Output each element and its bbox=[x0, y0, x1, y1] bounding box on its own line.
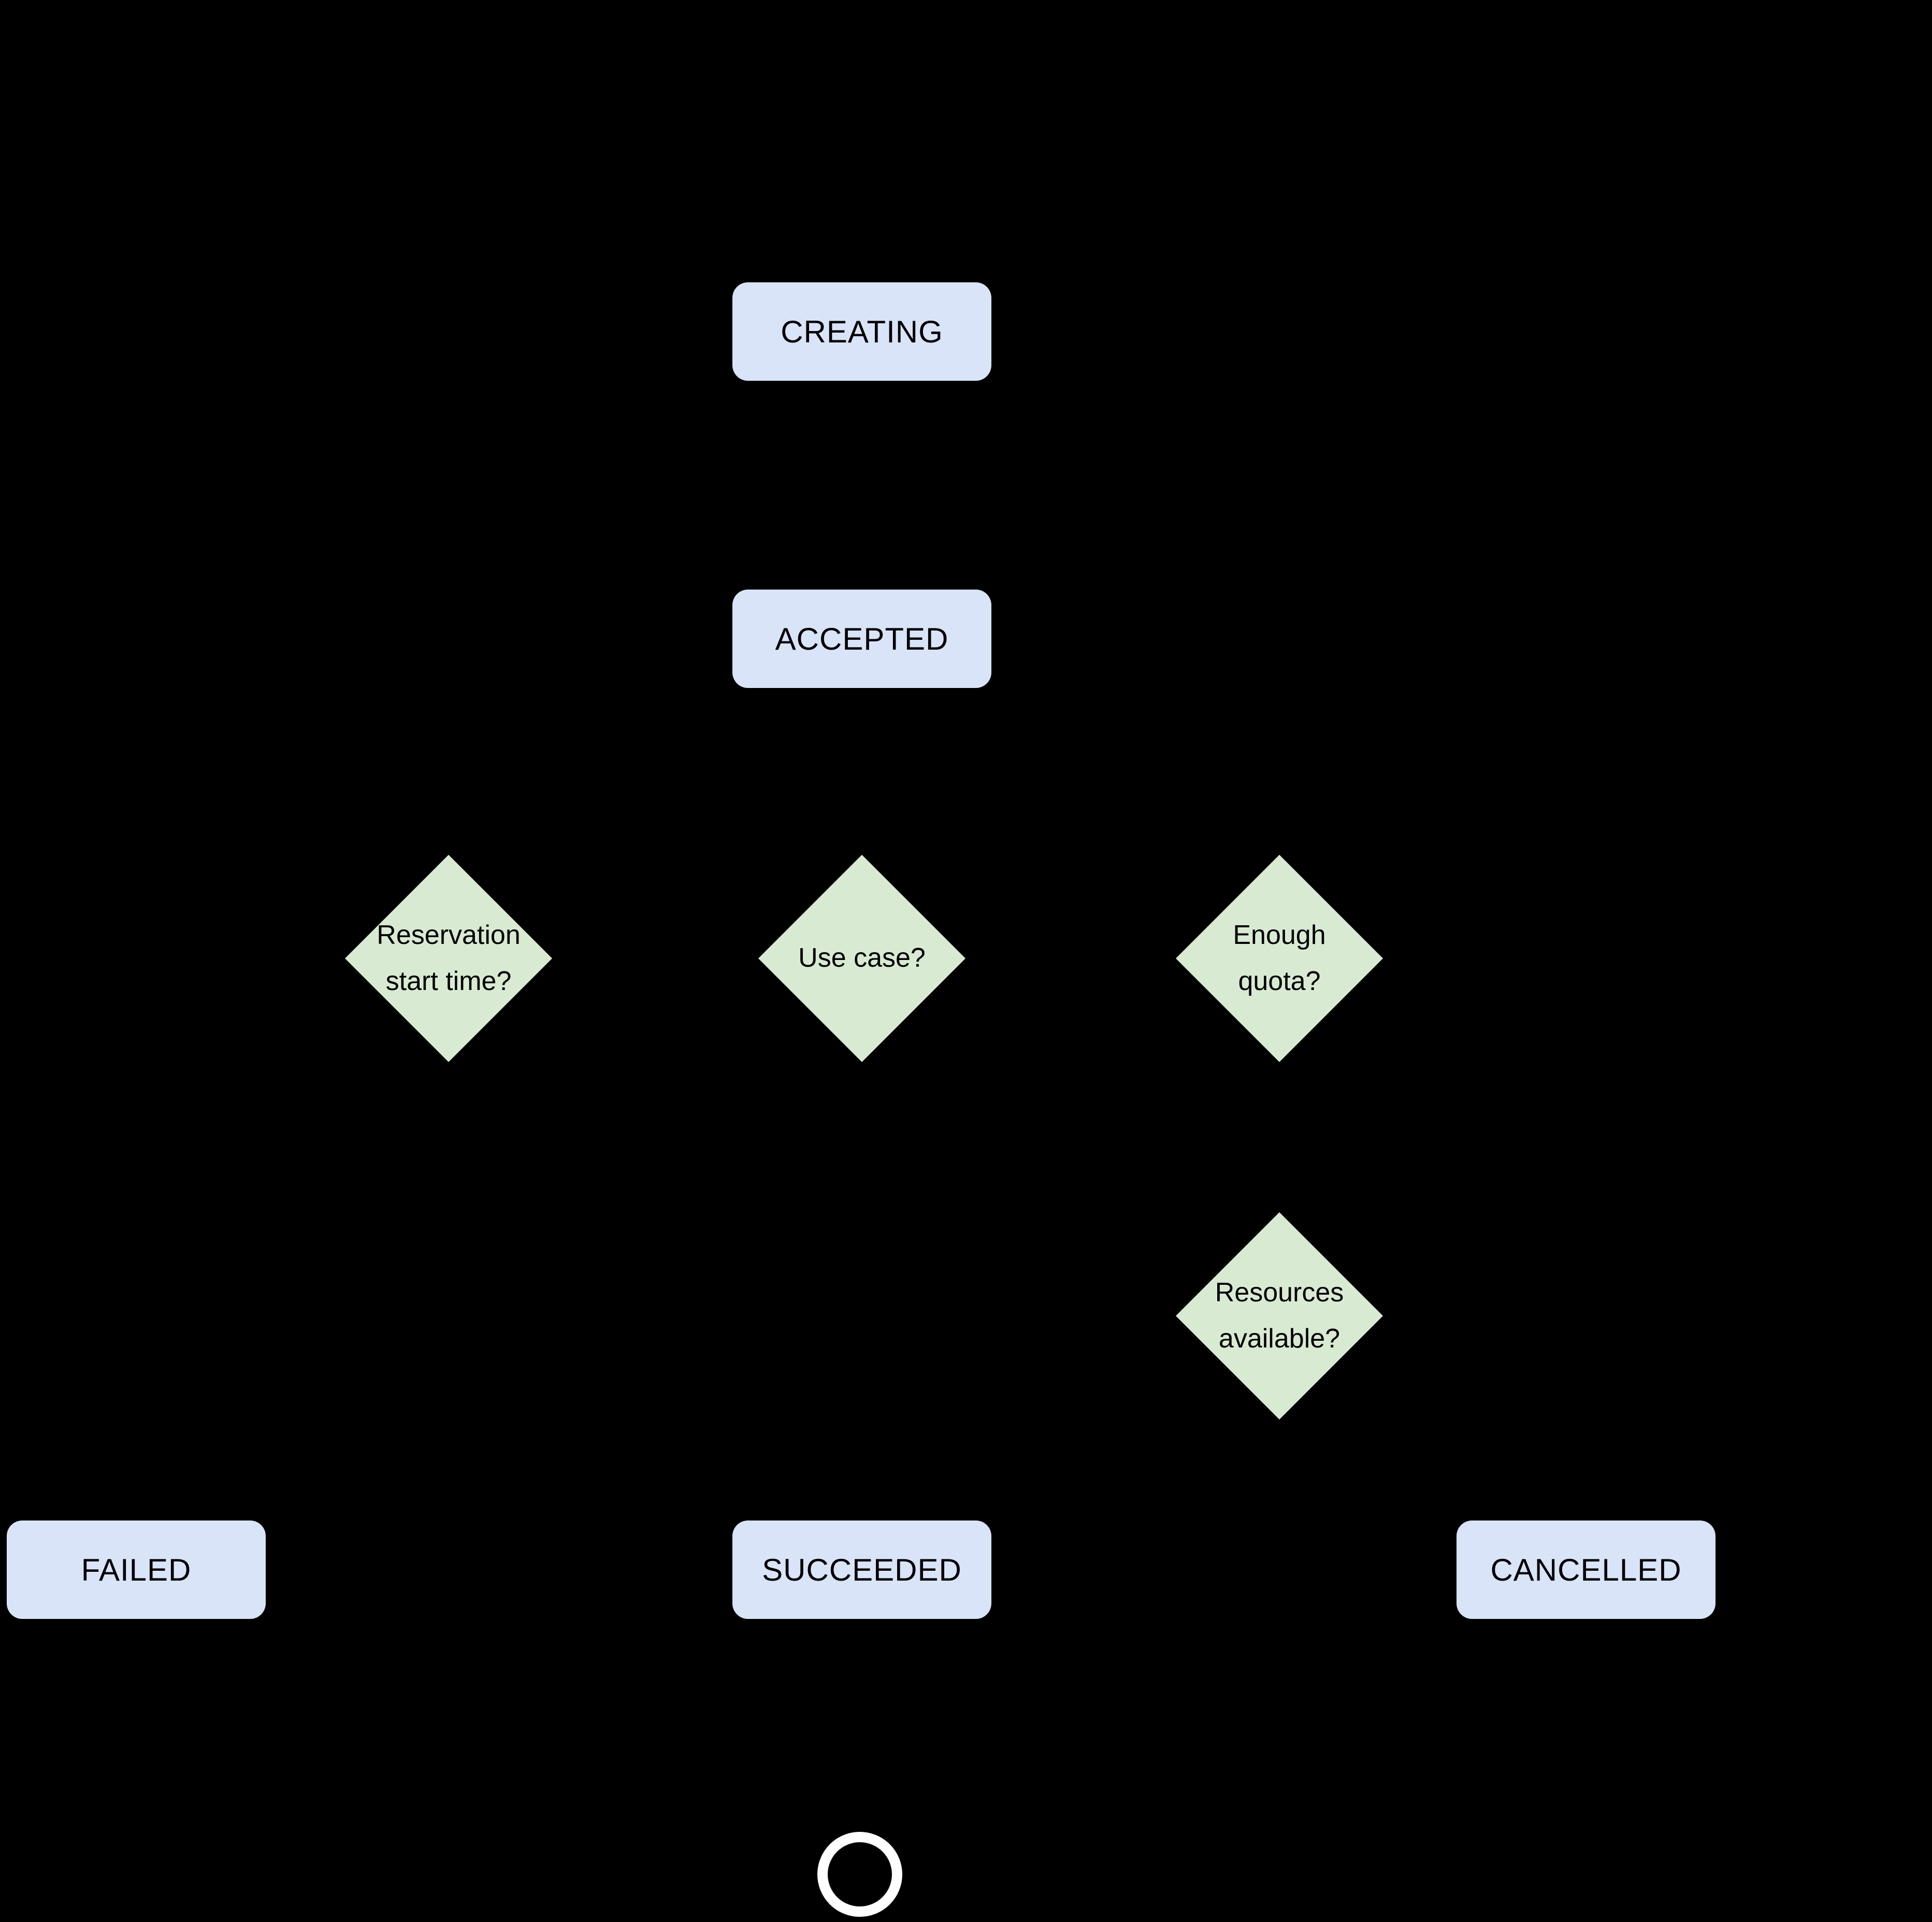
decision-enough-quota-label: Enough quota? bbox=[1233, 920, 1326, 996]
state-creating-label: CREATING bbox=[781, 314, 943, 349]
end-terminator-circle-icon bbox=[817, 1832, 902, 1917]
state-cancelled-label: CANCELLED bbox=[1490, 1552, 1682, 1587]
state-failed-label: FAILED bbox=[81, 1552, 192, 1587]
state-failed: FAILED bbox=[7, 1521, 266, 1619]
decision-reservation-start-time: Reservation start time? bbox=[345, 855, 552, 1062]
decision-resources-available: Resources available? bbox=[1176, 1212, 1383, 1419]
decision-resources-available-label: Resources available? bbox=[1215, 1277, 1344, 1354]
decision-use-case: Use case? bbox=[758, 855, 965, 1062]
state-accepted: ACCEPTED bbox=[732, 590, 991, 688]
state-creating: CREATING bbox=[732, 282, 991, 381]
decision-use-case-label: Use case? bbox=[798, 943, 926, 973]
state-accepted-label: ACCEPTED bbox=[775, 621, 949, 656]
state-succeeded-label: SUCCEEDED bbox=[762, 1552, 962, 1587]
state-cancelled: CANCELLED bbox=[1457, 1521, 1715, 1619]
decision-reservation-start-time-label: Reservation start time? bbox=[377, 920, 521, 996]
decision-enough-quota: Enough quota? bbox=[1176, 855, 1383, 1062]
state-succeeded: SUCCEEDED bbox=[732, 1521, 991, 1619]
